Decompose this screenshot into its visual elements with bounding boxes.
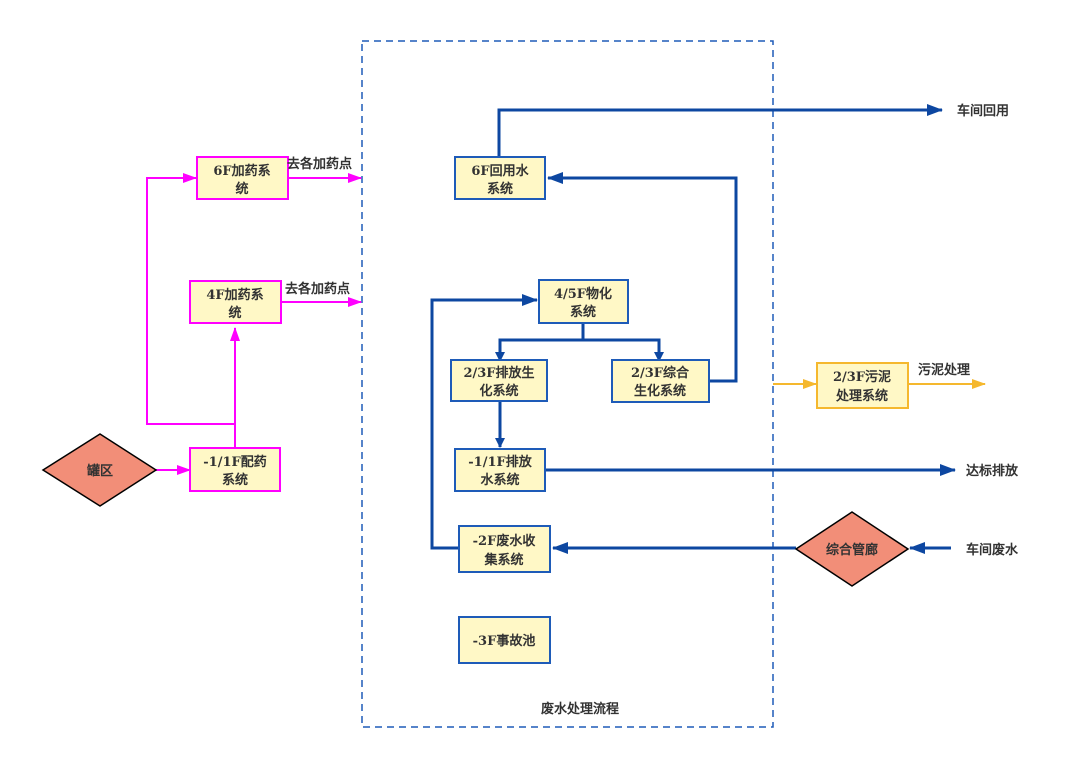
- label-workshop-reuse: 车间回用: [957, 103, 1009, 119]
- discharge-bio-23f-box: [450, 359, 548, 402]
- physchem-45f-box: [538, 279, 629, 324]
- sludge-23f-line2: 处理系统: [835, 388, 888, 404]
- node-discharge-water-1f[interactable]: -1/1F排放 水系统: [454, 448, 546, 492]
- label-to-dosing-points-6f: 去各加药点: [287, 156, 352, 172]
- node-reuse-6f[interactable]: 6F回用水 系统: [454, 156, 546, 200]
- combined-bio-23f-box: [611, 359, 710, 403]
- physchem-45f-line1: 4/5F物化: [554, 286, 612, 302]
- water-edges: [430, 104, 956, 554]
- edge-collection-to-physchem: [430, 294, 538, 550]
- dosing-prep-line1: -1/1F配药: [203, 454, 266, 470]
- node-collection-2f[interactable]: -2F废水收 集系统: [458, 525, 551, 573]
- emergency-pool-3f-line1: -3F事故池: [473, 633, 536, 649]
- tank-area-label: 罐区: [86, 463, 113, 479]
- edge-physchem-to-combinedbio: [583, 338, 664, 362]
- node-dosing-4f[interactable]: 4F加药系 统: [189, 280, 282, 324]
- node-physchem-45f[interactable]: 4/5F物化 系统: [538, 279, 629, 324]
- node-dosing-prep[interactable]: -1/1F配药 系统: [189, 447, 281, 492]
- label-workshop-wastewater: 车间废水: [966, 542, 1019, 558]
- dosing-prep-box: [189, 447, 281, 492]
- pipe-gallery-diamond: [794, 511, 910, 587]
- node-sludge-23f[interactable]: 2/3F污泥 处理系统: [816, 362, 909, 409]
- dosing-4f-box: [189, 280, 282, 324]
- wastewater-region-border: [361, 40, 774, 728]
- reuse-6f-box: [454, 156, 546, 200]
- discharge-bio-23f-line2: 化系统: [479, 383, 518, 399]
- sludge-23f-box: [816, 362, 909, 409]
- reuse-6f-line2: 系统: [487, 181, 513, 197]
- dosing-4f-line1: 4F加药系: [206, 287, 263, 303]
- node-dosing-6f[interactable]: 6F加药系 统: [196, 156, 289, 200]
- tank-area-diamond: [41, 433, 158, 507]
- discharge-water-1f-line1: -1/1F排放: [468, 454, 532, 470]
- dosing-6f-line2: 统: [235, 181, 248, 197]
- label-sludge-disposal: 污泥处理: [918, 362, 970, 378]
- dosing-6f-line1: 6F加药系: [213, 163, 270, 179]
- node-combined-bio-23f[interactable]: 2/3F综合 生化系统: [611, 359, 710, 403]
- sludge-23f-line1: 2/3F污泥: [833, 369, 891, 385]
- label-compliant-discharge: 达标排放: [966, 463, 1019, 479]
- discharge-water-1f-box: [454, 448, 546, 492]
- dosing-prep-line2: 系统: [222, 472, 248, 488]
- physchem-45f-line2: 系统: [570, 304, 596, 320]
- collection-2f-line2: 集系统: [483, 552, 523, 568]
- combined-bio-23f-line2: 生化系统: [634, 383, 686, 399]
- dosing-edges: [146, 173, 362, 475]
- node-discharge-bio-23f[interactable]: 2/3F排放生 化系统: [450, 359, 548, 402]
- emergency-pool-3f-box: [458, 616, 551, 664]
- pipe-gallery-label: 综合管廊: [826, 542, 878, 558]
- collection-2f-box: [458, 525, 551, 573]
- node-pipe-gallery[interactable]: 综合管廊: [794, 511, 910, 587]
- dosing-4f-line2: 统: [228, 305, 241, 321]
- edge-prep-to-6f: [146, 173, 235, 425]
- edge-reuse-to-workshop: [497, 104, 943, 157]
- node-tank-area[interactable]: 罐区: [41, 433, 158, 507]
- edge-combinedbio-to-reuse: [547, 172, 738, 383]
- label-to-dosing-points-4f: 去各加药点: [285, 281, 350, 297]
- dosing-6f-box: [196, 156, 289, 200]
- edge-physchem-to-dischargebio: [495, 338, 583, 362]
- node-emergency-pool-3f[interactable]: -3F事故池: [458, 616, 551, 664]
- discharge-water-1f-line2: 水系统: [480, 472, 519, 488]
- collection-2f-line1: -2F废水收: [473, 533, 537, 549]
- discharge-bio-23f-line1: 2/3F排放生: [463, 365, 534, 381]
- combined-bio-23f-line1: 2/3F综合: [631, 365, 690, 381]
- reuse-6f-line1: 6F回用水: [471, 163, 529, 179]
- region-title: 废水处理流程: [541, 701, 619, 717]
